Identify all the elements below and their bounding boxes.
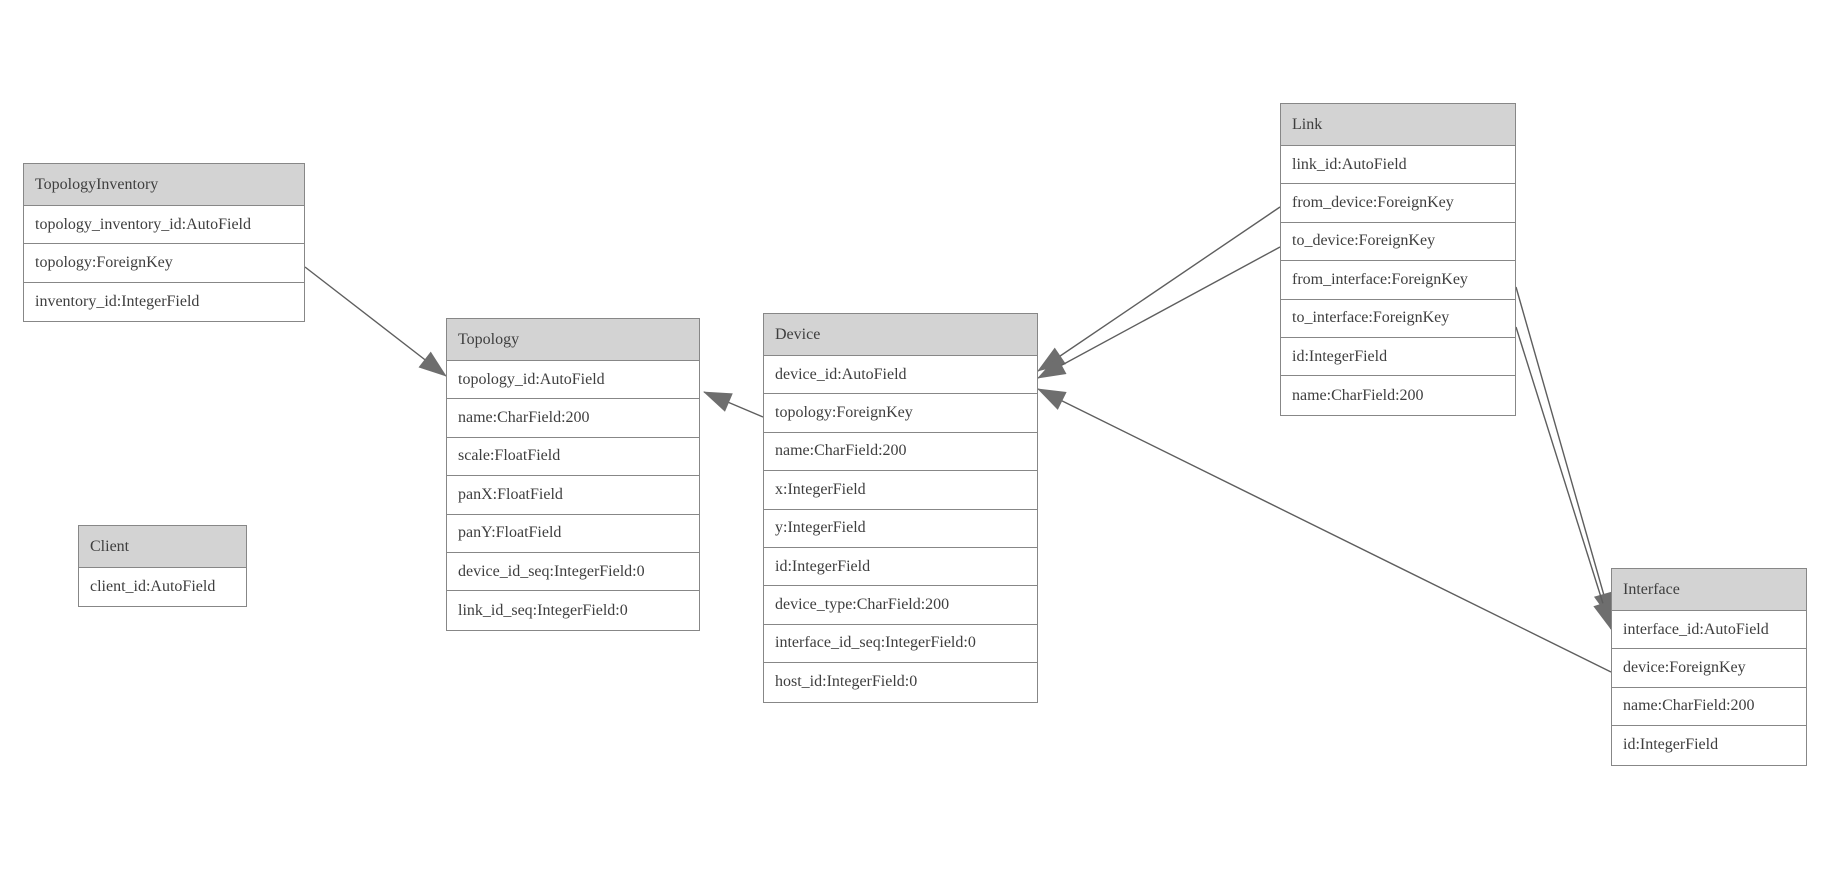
relationship-line-topologyinventory-topology bbox=[304, 266, 447, 377]
field-row: id:IntegerField bbox=[1281, 337, 1515, 377]
field-row: scale:FloatField bbox=[447, 437, 699, 477]
field-row: name:CharField:200 bbox=[764, 432, 1037, 472]
field-row: device_id:AutoField bbox=[764, 356, 1037, 395]
entity-client: Client client_id:AutoField bbox=[78, 525, 247, 608]
field-row: topology:ForeignKey bbox=[764, 394, 1037, 433]
field-row: from_interface:ForeignKey bbox=[1281, 261, 1515, 300]
entity-device: Device device_id:AutoField topology:Fore… bbox=[763, 313, 1038, 703]
entity-link: Link link_id:AutoField from_device:Forei… bbox=[1280, 103, 1516, 416]
entity-interface: Interface interface_id:AutoField device:… bbox=[1611, 568, 1807, 766]
field-row: name:CharField:200 bbox=[447, 399, 699, 438]
field-row: x:IntegerField bbox=[764, 471, 1037, 510]
field-row: interface_id:AutoField bbox=[1612, 611, 1806, 650]
field-row: id:IntegerField bbox=[1612, 726, 1806, 765]
field-row: to_interface:ForeignKey bbox=[1281, 299, 1515, 338]
field-row: link_id_seq:IntegerField:0 bbox=[447, 591, 699, 630]
entity-topology-title: Topology bbox=[447, 319, 699, 361]
field-row: panX:FloatField bbox=[447, 476, 699, 515]
entity-topology: Topology topology_id:AutoField name:Char… bbox=[446, 318, 700, 631]
entity-client-title: Client bbox=[79, 526, 246, 568]
entity-topology-inventory-title: TopologyInventory bbox=[24, 164, 304, 206]
field-row: panY:FloatField bbox=[447, 514, 699, 553]
relationship-line-link-tointerface-interface bbox=[1515, 326, 1613, 630]
relationship-line-device-topology bbox=[703, 391, 764, 418]
relationship-line-link-fromdevice-device bbox=[1037, 206, 1281, 372]
entity-interface-title: Interface bbox=[1612, 569, 1806, 611]
field-row: to_device:ForeignKey bbox=[1281, 222, 1515, 262]
field-row: topology:ForeignKey bbox=[24, 244, 304, 283]
entity-topology-inventory: TopologyInventory topology_inventory_id:… bbox=[23, 163, 305, 323]
field-row: interface_id_seq:IntegerField:0 bbox=[764, 624, 1037, 664]
field-row: device_id_seq:IntegerField:0 bbox=[447, 552, 699, 592]
field-row: from_device:ForeignKey bbox=[1281, 184, 1515, 223]
field-row: y:IntegerField bbox=[764, 509, 1037, 548]
relationship-line-link-todevice-device bbox=[1037, 246, 1281, 379]
field-row: device_type:CharField:200 bbox=[764, 586, 1037, 625]
field-row: name:CharField:200 bbox=[1281, 376, 1515, 415]
field-row: name:CharField:200 bbox=[1612, 687, 1806, 727]
field-row: id:IntegerField bbox=[764, 547, 1037, 587]
field-row: client_id:AutoField bbox=[79, 568, 246, 607]
field-row: topology_id:AutoField bbox=[447, 361, 699, 400]
entity-link-title: Link bbox=[1281, 104, 1515, 146]
field-row: inventory_id:IntegerField bbox=[24, 282, 304, 322]
field-row: device:ForeignKey bbox=[1612, 649, 1806, 688]
field-row: host_id:IntegerField:0 bbox=[764, 663, 1037, 702]
field-row: topology_inventory_id:AutoField bbox=[24, 206, 304, 245]
relationship-line-link-frominterface-interface bbox=[1515, 286, 1614, 621]
relationship-line-interface-device bbox=[1037, 388, 1612, 673]
entity-device-title: Device bbox=[764, 314, 1037, 356]
field-row: link_id:AutoField bbox=[1281, 146, 1515, 185]
